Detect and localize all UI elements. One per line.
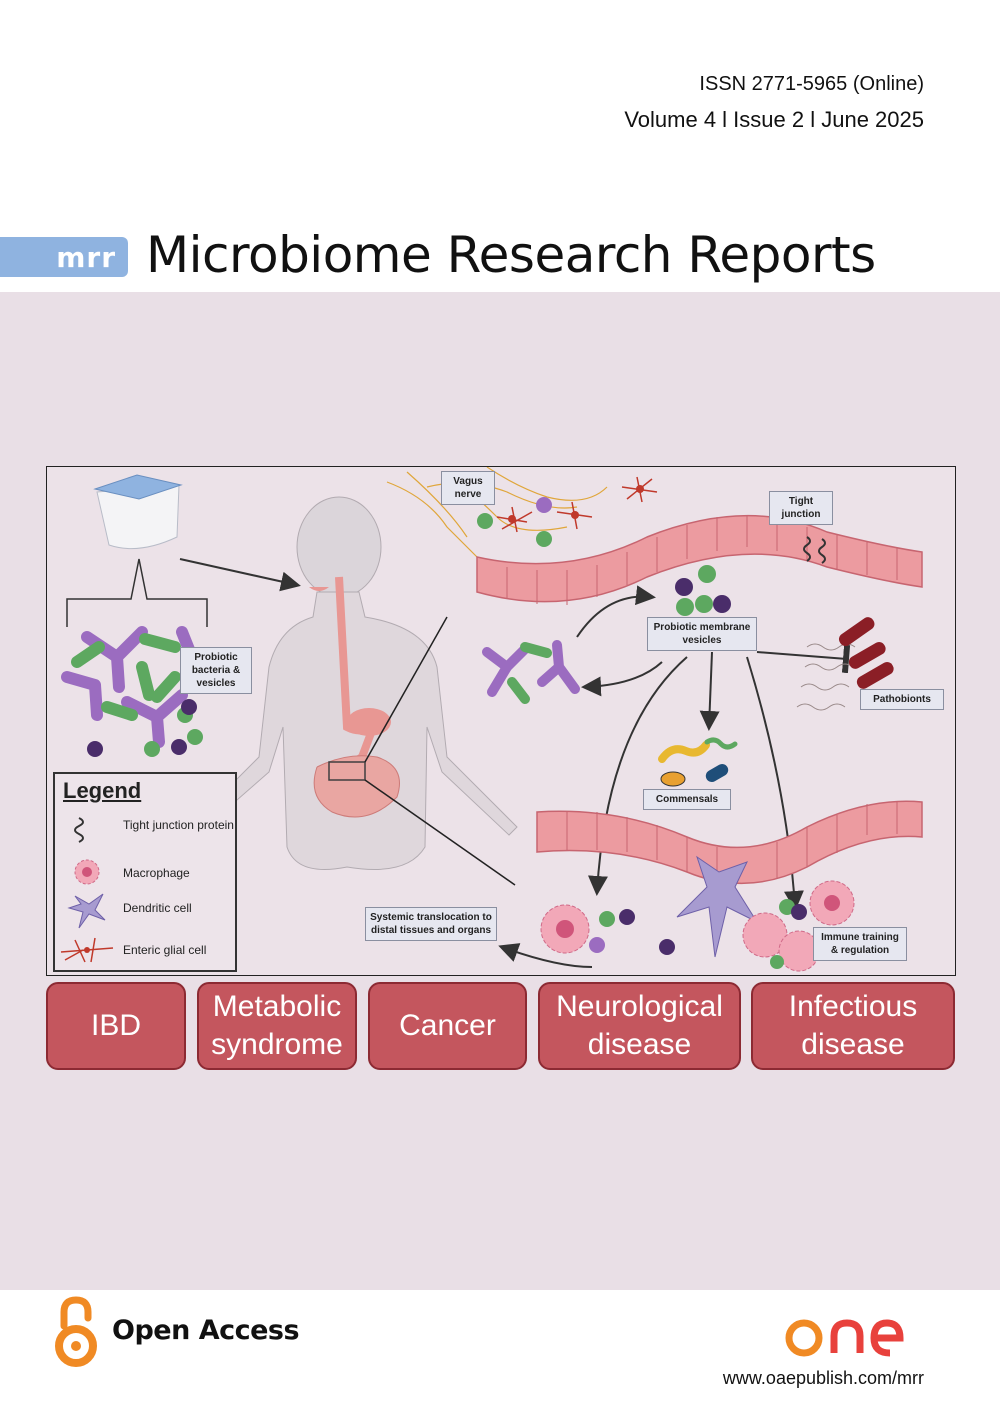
label-immune-training: Immune training & regulation bbox=[813, 927, 907, 961]
label-probiotic-membrane-vesicles: Probiotic membrane vesicles bbox=[647, 617, 757, 651]
tight-junction-icon bbox=[74, 817, 84, 843]
legend-symbols bbox=[60, 817, 114, 963]
figure-illustration bbox=[61, 467, 923, 972]
oae-publisher-logo bbox=[785, 1319, 904, 1357]
pathobionts-group bbox=[796, 617, 894, 711]
upper-epithelium bbox=[476, 515, 923, 605]
legend-item-dendritic-cell: Dendritic cell bbox=[123, 901, 192, 915]
journal-abbrev-tab: mrr bbox=[0, 237, 128, 277]
commensals-group bbox=[658, 737, 738, 787]
figure-legend: Legend Tight junction protein Macrophage… bbox=[53, 772, 237, 972]
yogurt-cup-icon bbox=[93, 474, 183, 550]
label-tight-junction: Tight junction bbox=[769, 491, 833, 525]
legend-title: Legend bbox=[63, 778, 142, 803]
label-pathobionts: Pathobionts bbox=[860, 689, 944, 710]
volume-issue-line: Volume 4 l Issue 2 l June 2025 bbox=[624, 107, 924, 132]
disease-box-metabolic-syndrome: Metabolic syndrome bbox=[197, 982, 357, 1070]
bracket-shape bbox=[66, 558, 208, 627]
dendritic-cell-shape bbox=[676, 855, 759, 958]
label-probiotic-bacteria: Probiotic bacteria & vesicles bbox=[180, 647, 252, 694]
cover-figure: Probiotic bacteria & vesicles Vagus nerv… bbox=[46, 466, 956, 976]
journal-title: Microbiome Research Reports bbox=[146, 226, 876, 284]
legend-item-enteric-glial-cell: Enteric glial cell bbox=[123, 943, 207, 957]
publisher-url[interactable]: www.oaepublish.com/mrr bbox=[722, 1368, 924, 1388]
disease-box-neurological-disease: Neurological disease bbox=[538, 982, 741, 1070]
arrow-yogurt-to-mouth bbox=[179, 558, 301, 592]
label-vagus-nerve: Vagus nerve bbox=[441, 471, 495, 505]
label-commensals: Commensals bbox=[643, 789, 731, 810]
probiotic-bacteria-group bbox=[61, 626, 203, 757]
disease-box-cancer: Cancer bbox=[368, 982, 527, 1070]
label-systemic-translocation: Systemic translocation to distal tissues… bbox=[365, 907, 497, 941]
journal-abbrev: mrr bbox=[56, 241, 116, 274]
enteric-glial-cells bbox=[496, 476, 658, 533]
open-access-lock-icon bbox=[55, 1296, 97, 1367]
disease-box-ibd: IBD bbox=[46, 982, 186, 1070]
legend-item-macrophage: Macrophage bbox=[123, 866, 190, 880]
disease-box-infectious-disease: Infectious disease bbox=[751, 982, 955, 1070]
issn-line: ISSN 2771-5965 (Online) bbox=[699, 73, 924, 95]
legend-item-tight-junction: Tight junction protein bbox=[123, 818, 234, 832]
human-body-silhouette bbox=[188, 496, 518, 870]
dendritic-cell-icon bbox=[67, 893, 106, 929]
open-access-label: Open Access bbox=[112, 1315, 300, 1346]
